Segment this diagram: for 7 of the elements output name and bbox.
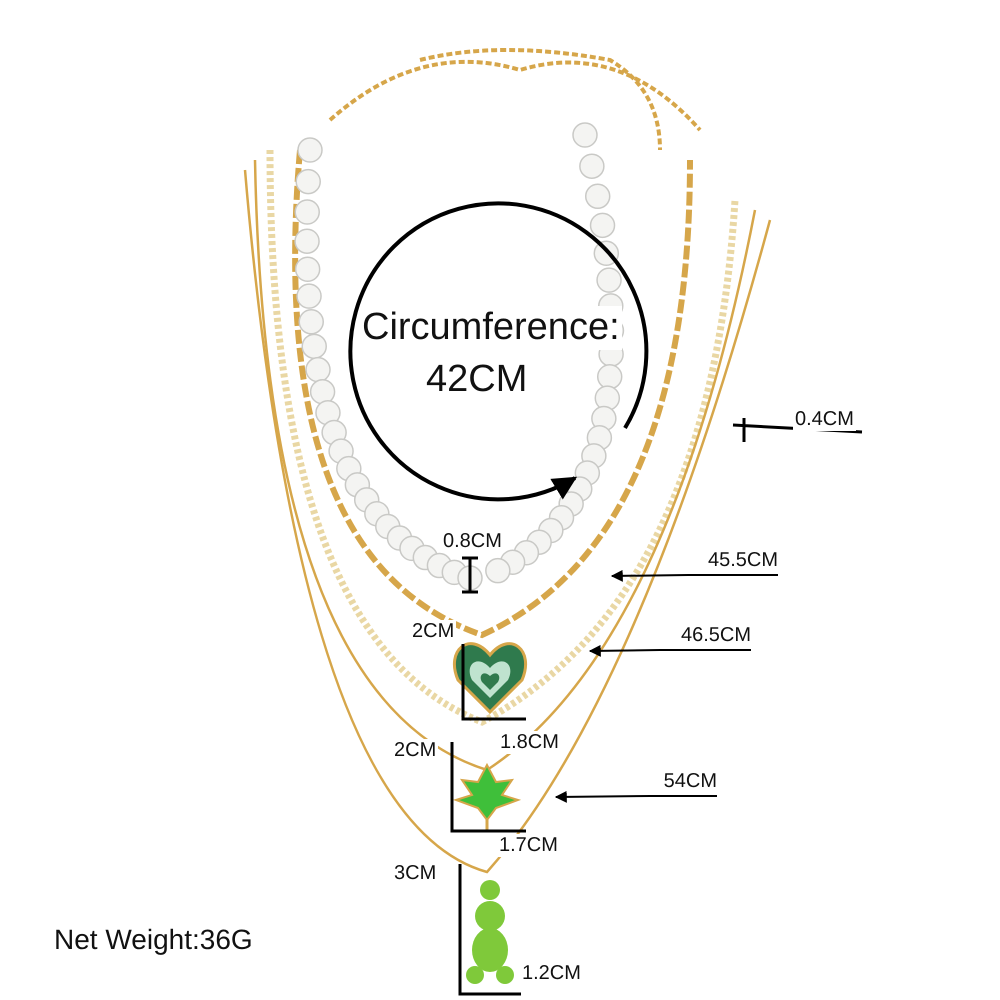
leader-arrow (610, 570, 688, 582)
length-label: 45.5CM (688, 548, 778, 576)
leader-arrow (554, 790, 650, 803)
leader-arrow (588, 644, 660, 657)
length-label: 54CM (650, 769, 717, 797)
length-label: 46.5CM (660, 623, 751, 651)
dimension-label: 0.4CM (793, 408, 856, 431)
